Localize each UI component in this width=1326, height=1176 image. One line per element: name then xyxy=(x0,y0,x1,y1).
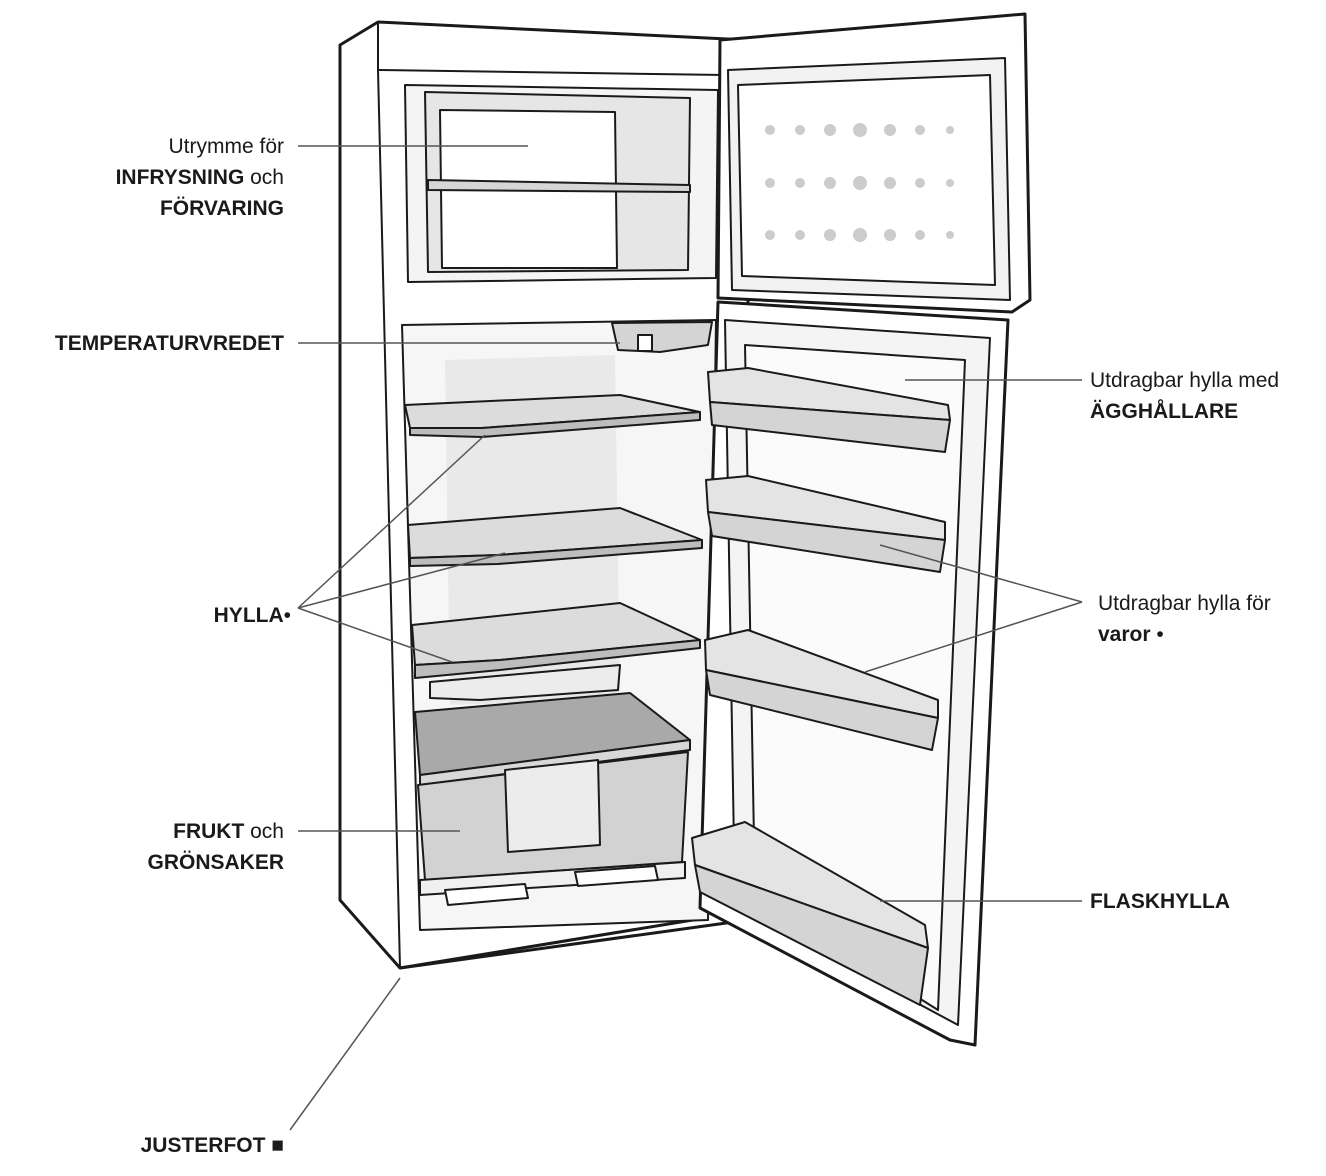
freezer-label-infrysning: INFRYSNING xyxy=(115,166,245,189)
leader-shelf-2 xyxy=(297,552,506,609)
label-egg-rack: Utdragbar hylla med ÄGGHÅLLARE xyxy=(1090,365,1279,427)
freezer-door-dimples xyxy=(765,123,954,242)
label-foot: JUSTERFOT ■ xyxy=(141,1130,284,1161)
door-shelf-label-line1: Utdragbar hylla för xyxy=(1098,592,1271,615)
freezer-compartment xyxy=(404,84,719,283)
fridge-compartment xyxy=(401,319,717,931)
label-shelves: HYLLA• xyxy=(214,600,291,631)
label-crisper: FRUKT och GRÖNSAKER xyxy=(147,816,284,878)
egg-rack xyxy=(707,367,951,421)
door-shelf-mark: • xyxy=(1150,623,1164,646)
crisper-label-frukt: FRUKT xyxy=(173,820,245,843)
fridge-door xyxy=(691,300,1010,1047)
shelves-label: HYLLA xyxy=(213,604,284,627)
label-door-shelf: Utdragbar hylla för varor • xyxy=(1098,588,1271,650)
leader-door-shelf-1 xyxy=(879,544,1083,603)
leader-foot xyxy=(289,977,401,1131)
freezer-door xyxy=(716,12,1032,314)
foot-label: JUSTERFOT xyxy=(140,1134,266,1157)
door-shelf-label-varor: varor xyxy=(1098,623,1151,646)
freezer-label-line1: Utrymme för xyxy=(168,135,285,158)
door-shelf xyxy=(704,629,939,719)
egg-rack-label-line1: Utdragbar hylla med xyxy=(1090,369,1280,392)
foot-mark: ■ xyxy=(265,1134,284,1157)
leader-door-shelf-2 xyxy=(864,601,1083,673)
leader-shelf-3 xyxy=(297,607,453,663)
leader-lines xyxy=(289,145,1083,1131)
thermostat-housing xyxy=(611,321,713,353)
freezer-label-och: och xyxy=(244,166,284,189)
freezer-label-forvaring: FÖRVARING xyxy=(159,197,284,220)
bottle-shelf-label: FLASKHYLLA xyxy=(1090,890,1230,913)
label-bottle-shelf: FLASKHYLLA xyxy=(1090,886,1230,917)
label-thermostat: TEMPERATURVREDET xyxy=(55,328,284,359)
egg-rack-label-agghallare: ÄGGHÅLLARE xyxy=(1090,400,1239,423)
crisper-label-gronsaker: GRÖNSAKER xyxy=(147,851,284,874)
leader-shelf-1 xyxy=(297,434,486,609)
door-shelf xyxy=(705,475,946,541)
bottle-shelf xyxy=(691,821,929,949)
shelves-mark: • xyxy=(283,604,291,627)
label-freezer: Utrymme för INFRYSNING och FÖRVARING xyxy=(116,131,284,224)
crisper-label-och: och xyxy=(244,820,284,843)
thermostat-label: TEMPERATURVREDET xyxy=(54,332,284,355)
